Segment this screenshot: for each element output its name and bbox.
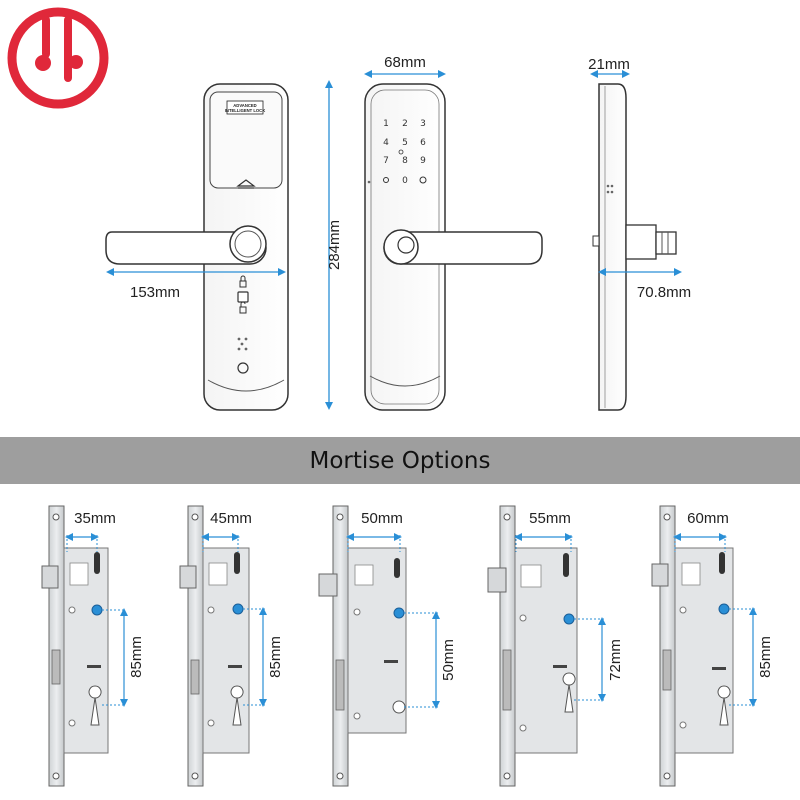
lock-back-view: ADVANCED INTELLIGENT LOCK (105, 83, 289, 411)
back-width-label: 153mm (130, 284, 180, 301)
mortise-options-banner: Mortise Options (0, 437, 800, 484)
mortise-option-5: 60mm 85mm (651, 505, 774, 787)
mortise-3-center: 50mm (440, 639, 457, 681)
battery-cover-icon (236, 179, 256, 187)
reset-holes-icon (237, 337, 248, 351)
key-3[interactable]: 3 (420, 119, 426, 129)
key-2[interactable]: 2 (402, 119, 408, 129)
privacy-lock-icon (237, 275, 249, 314)
mortise-3-backset: 50mm (361, 510, 403, 527)
banner-background (0, 437, 800, 484)
star-key-icon[interactable] (383, 177, 389, 183)
front-dot-icon (367, 180, 371, 184)
key-1[interactable]: 1 (383, 119, 389, 129)
mortise-option-1: 35mm 85mm (41, 505, 145, 787)
key-6[interactable]: 6 (420, 138, 426, 148)
bell-key-icon[interactable] (419, 176, 427, 184)
height-label: 284mm (326, 220, 343, 270)
lock-brand-line2: INTELLIGENT LOCK (225, 108, 265, 113)
lock-side-view (592, 83, 677, 411)
key-8[interactable]: 8 (402, 156, 408, 166)
keypad[interactable]: 1 2 3 4 5 6 7 8 9 0 (383, 119, 427, 186)
fingerprint-sensor-icon[interactable] (397, 236, 415, 254)
mortise-4-center: 72mm (607, 639, 624, 681)
key-7[interactable]: 7 (383, 156, 389, 166)
dimension-back-width: 153mm (106, 268, 286, 301)
mortise-1-center: 85mm (128, 636, 145, 678)
mortise-2-center: 85mm (267, 636, 284, 678)
lock-front-view: 1 2 3 4 5 6 7 8 9 0 (364, 83, 543, 411)
dimension-thickness: 21mm (588, 56, 630, 78)
card-key-icon (398, 149, 404, 155)
banner-title: Mortise Options (310, 448, 491, 474)
dimension-height: 284mm (325, 80, 343, 410)
dimension-front-width: 68mm (364, 54, 446, 78)
mortise-1-backset: 35mm (74, 510, 116, 527)
key-0[interactable]: 0 (402, 176, 408, 186)
handle-depth-label: 70.8mm (637, 284, 691, 301)
key-5[interactable]: 5 (402, 138, 408, 148)
back-button-icon (237, 362, 249, 374)
thickness-label: 21mm (588, 56, 630, 73)
mortise-5-backset: 60mm (687, 510, 729, 527)
lock-brand-line1: ADVANCED (233, 103, 256, 108)
mortise-5-center: 85mm (757, 636, 774, 678)
mortise-option-4: 55mm 72mm (487, 505, 624, 787)
mortise-option-2: 45mm 85mm (179, 505, 284, 787)
mortise-4-backset: 55mm (529, 510, 571, 527)
front-width-label: 68mm (384, 54, 426, 71)
dimension-handle-depth: 70.8mm (598, 268, 691, 301)
key-4[interactable]: 4 (383, 138, 389, 148)
mortise-option-3: 50mm 50mm (318, 505, 457, 787)
key-9[interactable]: 9 (420, 156, 426, 166)
mortise-2-backset: 45mm (210, 510, 252, 527)
brand-logo-icon (7, 7, 109, 109)
